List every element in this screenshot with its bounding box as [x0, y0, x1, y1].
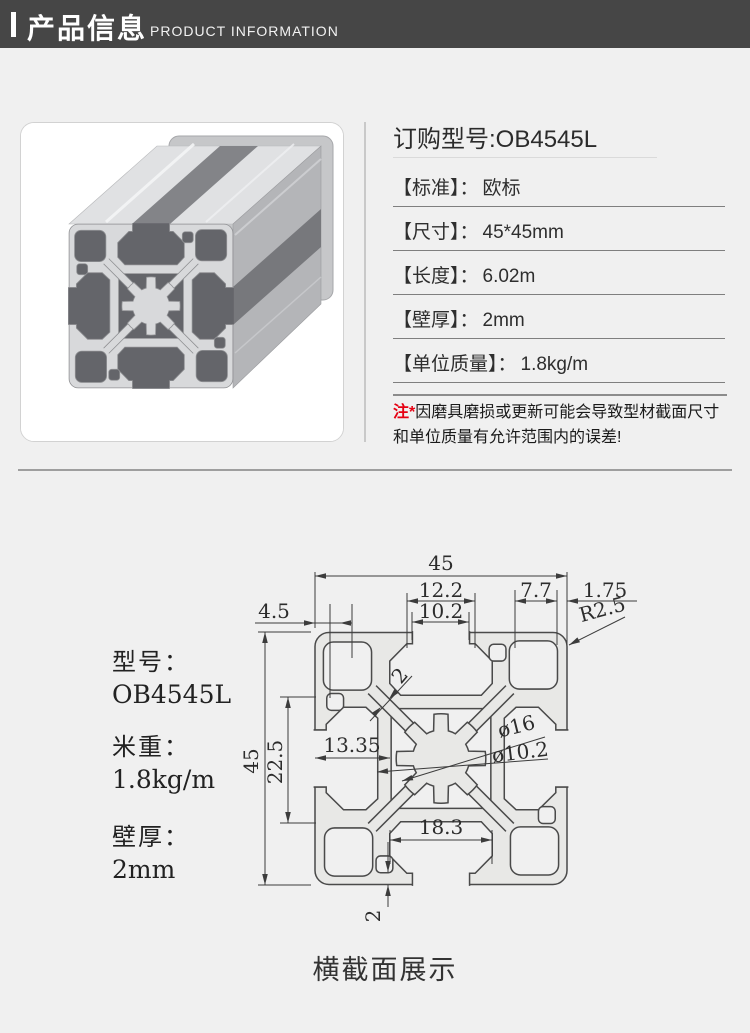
dim-overall-height: 45	[239, 748, 263, 773]
cross-section-drawing: 45 12.2 10.2 7.7 1.75 4.5 R2.5 45 22.5 1…	[239, 551, 637, 923]
tolerance-note: 注*因磨具磨损或更新可能会导致型材截面尺寸和单位质量有允许范围内的误差!	[393, 401, 735, 451]
drawing-model-block: 型号： OB4545L	[112, 642, 231, 709]
spec-row-size: 【尺寸】： 45*45mm	[393, 207, 725, 251]
section-divider	[18, 469, 732, 471]
dim-corner-hole: 7.7	[520, 578, 552, 602]
dim-slot-opening: 10.2	[419, 599, 464, 623]
note-text: 因磨具磨损或更新可能会导致型材截面尺寸和单位质量有允许范围内的误差!	[393, 404, 720, 446]
vertical-divider	[364, 122, 366, 442]
drawing-wall-block: 壁厚： 2mm	[112, 817, 190, 884]
wall-label: 壁厚：	[112, 823, 190, 851]
spec-value: 6.02m	[482, 266, 536, 287]
spec-value: 欧标	[482, 178, 521, 199]
spec-value: 1.8kg/m	[520, 354, 589, 375]
dim-slot-under: 12.2	[419, 578, 464, 602]
note-mark: 注*	[393, 404, 416, 421]
model-value: OB4545L	[112, 680, 232, 709]
drawing-caption: 横截面展示	[312, 955, 458, 985]
page-title: 产品信息	[27, 13, 148, 44]
spec-label: 【长度】：	[393, 266, 479, 287]
dim-hub-offset: 13.35	[323, 733, 380, 757]
spec-label: 【标准】：	[393, 178, 479, 199]
product-photo-frame	[20, 122, 344, 442]
model-label: 型号：	[112, 648, 190, 676]
order-model-title: 订购型号:OB4545L	[393, 126, 598, 153]
spec-value: 45*45mm	[482, 222, 564, 243]
page-subtitle: PRODUCT INFORMATION	[150, 23, 339, 39]
spec-row-length: 【长度】： 6.02m	[393, 251, 725, 295]
dim-inner-span: 22.5	[263, 740, 287, 785]
spec-row-wall: 【壁厚】： 2mm	[393, 295, 725, 339]
dim-cavity-width: 18.3	[419, 815, 464, 839]
spec-list: 【标准】： 欧标 【尺寸】： 45*45mm 【长度】： 6.02m 【壁厚】：…	[393, 163, 725, 383]
drawing-weight-block: 米重： 1.8kg/m	[112, 727, 215, 794]
header-accent-bar	[11, 12, 16, 37]
dim-wall-bottom: 2	[361, 910, 385, 923]
spec-label: 【尺寸】：	[393, 222, 479, 243]
spec-row-unit-weight: 【单位质量】： 1.8kg/m	[393, 339, 725, 383]
spec-label: 【单位质量】：	[393, 354, 517, 375]
product-photo	[21, 123, 343, 441]
dim-overall-width: 45	[428, 551, 453, 575]
header-bar: 产品信息 PRODUCT INFORMATION	[0, 0, 750, 48]
spec-value: 2mm	[482, 310, 525, 331]
meter-weight-value: 1.8kg/m	[112, 765, 216, 794]
dim-edge-offset: 1.75	[583, 578, 628, 602]
note-divider	[393, 394, 727, 396]
dim-lip-offset: 4.5	[258, 599, 290, 623]
wall-value: 2mm	[112, 855, 176, 884]
title-divider	[393, 157, 657, 158]
meter-weight-label: 米重：	[112, 733, 190, 761]
spec-row-standard: 【标准】： 欧标	[393, 163, 725, 207]
spec-label: 【壁厚】：	[393, 310, 479, 331]
